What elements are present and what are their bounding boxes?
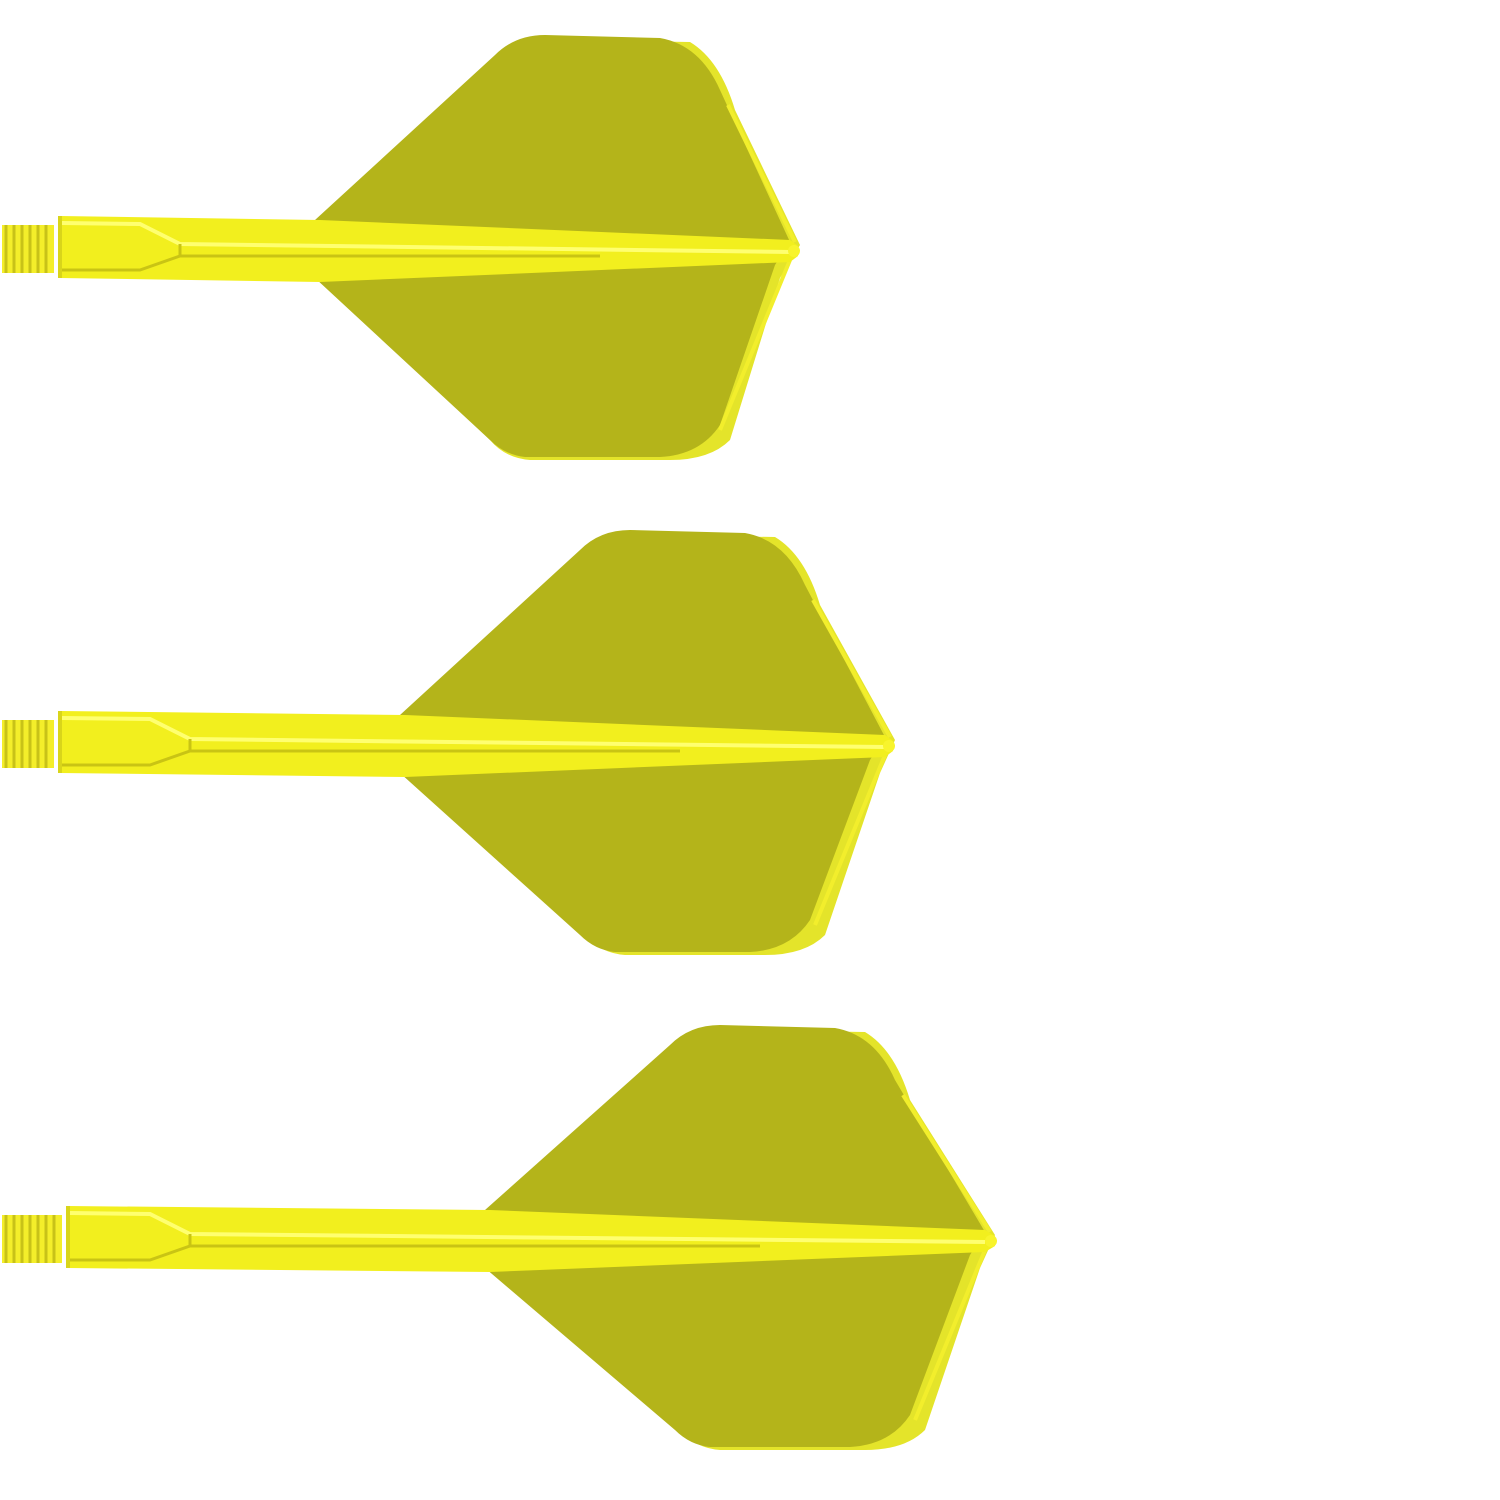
- dart-flight-medium: [2, 530, 895, 955]
- dart-flight-short: [2, 35, 800, 460]
- shaft-thread: [2, 1215, 62, 1263]
- shaft: [2, 1206, 997, 1272]
- shaft: [2, 216, 800, 282]
- dart-flight-long: [2, 1025, 997, 1450]
- shaft: [2, 711, 895, 777]
